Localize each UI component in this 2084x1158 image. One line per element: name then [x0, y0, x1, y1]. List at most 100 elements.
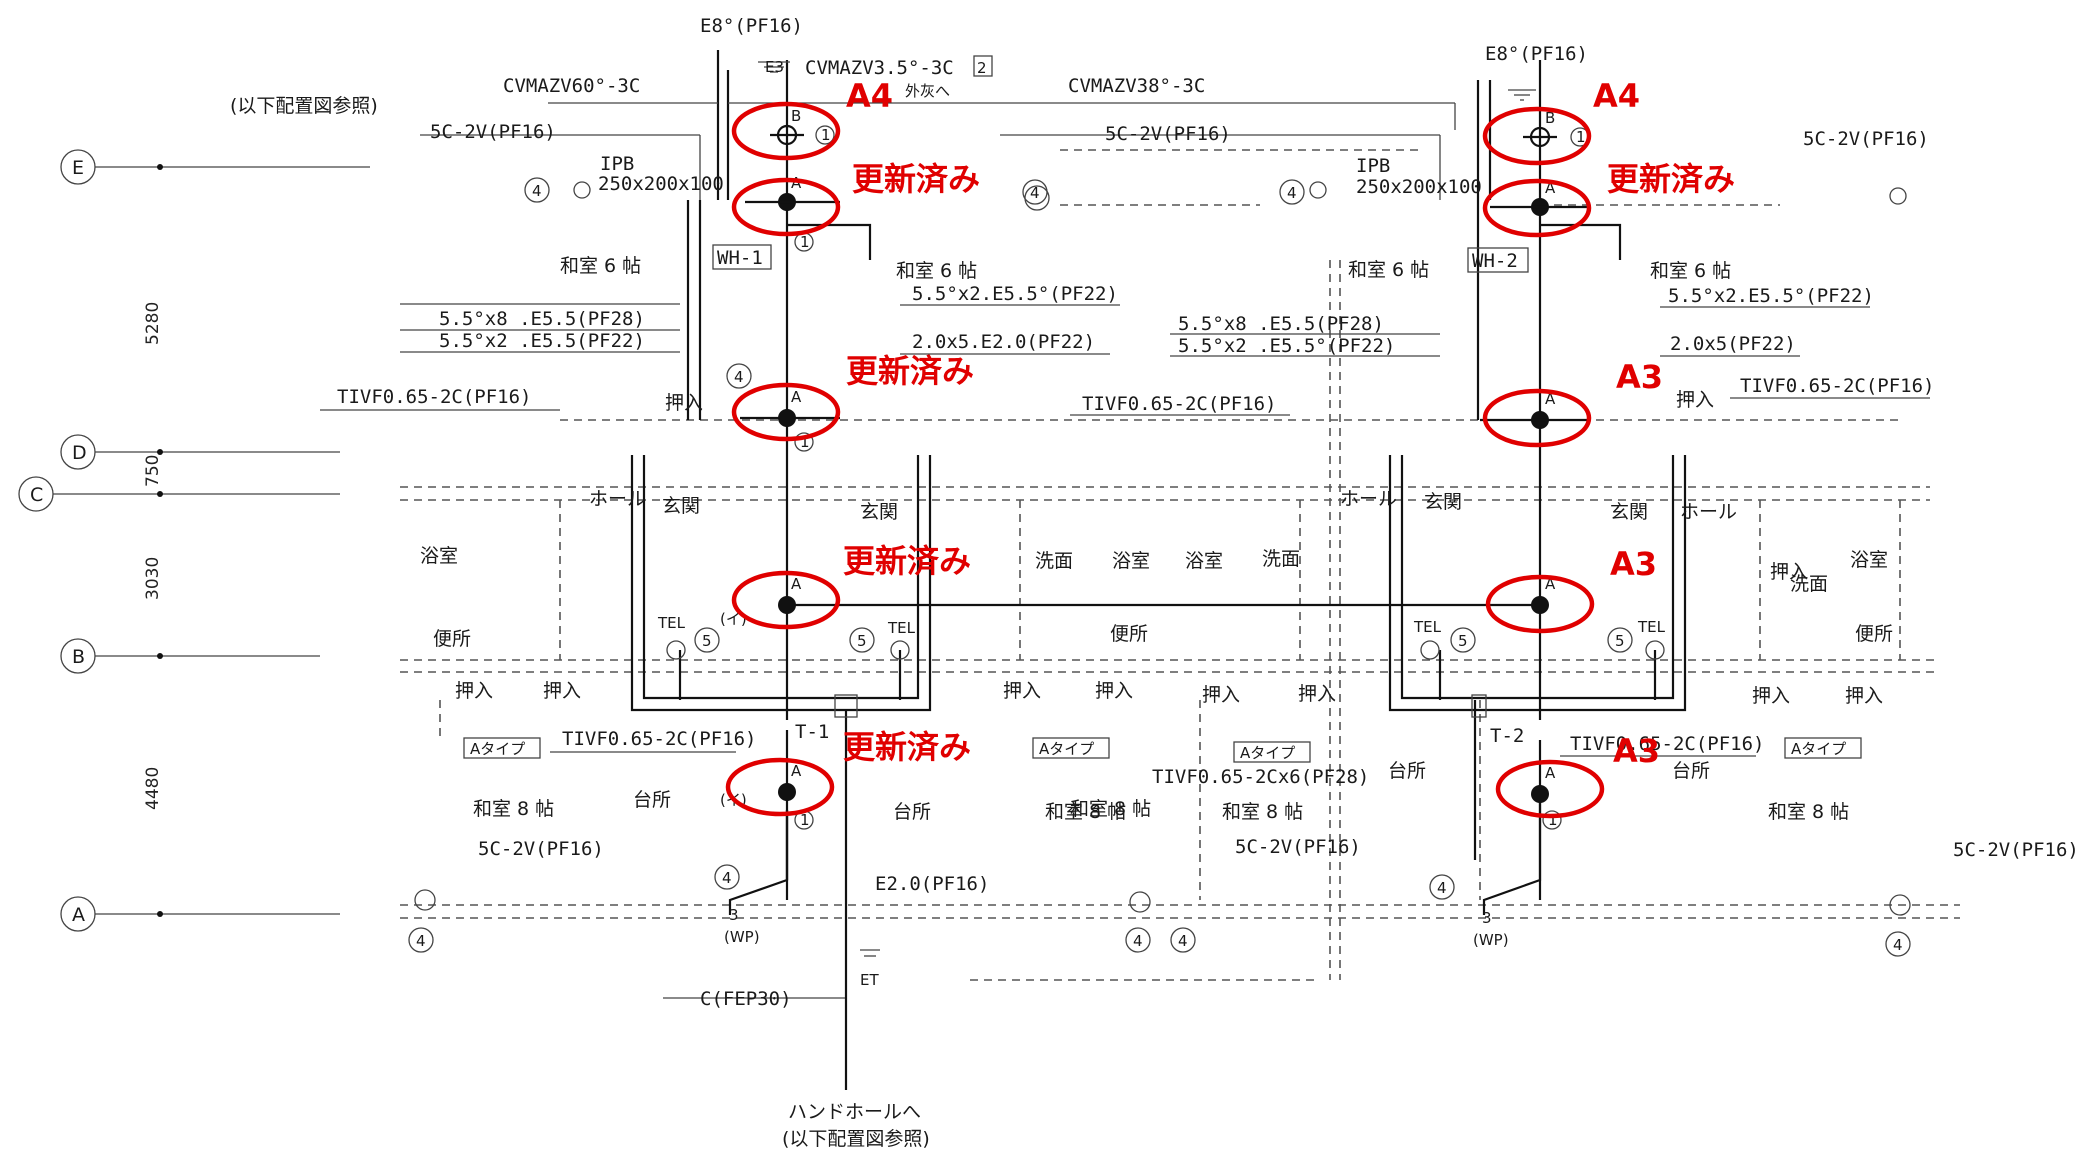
- svg-text:4: 4: [1287, 184, 1297, 202]
- svg-text:洗面: 洗面: [1790, 573, 1828, 595]
- svg-text:TEL: TEL: [1413, 618, 1442, 636]
- svg-text:ホール: ホール: [589, 488, 646, 510]
- svg-text:TEL: TEL: [1637, 618, 1666, 636]
- grid-label-c: C: [30, 484, 43, 506]
- svg-text:TIVF0.65-2Cx6(PF28): TIVF0.65-2Cx6(PF28): [1152, 766, 1369, 788]
- svg-text:IPB: IPB: [1356, 155, 1390, 177]
- svg-text:4: 4: [1893, 936, 1903, 954]
- annotation-updated-1: 更新済み: [852, 160, 980, 198]
- building-outline: [400, 149, 1960, 981]
- svg-text:浴室: 浴室: [420, 545, 458, 567]
- svg-text:A: A: [791, 388, 802, 406]
- cable-labels: E8°(PF16) E8°(PF16) (以下配置図参照) E3 CVMAZV6…: [230, 15, 2079, 1150]
- svg-text:台所: 台所: [633, 789, 671, 811]
- svg-text:押入: 押入: [1752, 685, 1790, 707]
- svg-text:玄関: 玄関: [662, 495, 700, 517]
- annotation-a3-2: A3: [1610, 545, 1657, 583]
- svg-text:A: A: [791, 575, 802, 593]
- svg-text:5C-2V(PF16): 5C-2V(PF16): [1235, 836, 1361, 858]
- annotation-updated-2: 更新済み: [846, 352, 974, 390]
- svg-text:ホール: ホール: [1340, 488, 1397, 510]
- svg-text:Aタイプ: Aタイプ: [1039, 740, 1094, 758]
- wh2-label: WH-2: [1472, 250, 1518, 272]
- svg-text:(WP): (WP): [1473, 931, 1509, 949]
- svg-text:和室 8 帖: 和室 8 帖: [1768, 801, 1849, 823]
- svg-text:玄関: 玄関: [1424, 491, 1462, 513]
- svg-text:Aタイプ: Aタイプ: [1240, 744, 1295, 762]
- highlight-ring-updated-1: [731, 177, 841, 237]
- highlight-ring-updated-5: [1482, 178, 1592, 238]
- annotation-a3-3: A3: [1613, 732, 1660, 770]
- svg-text:1: 1: [800, 233, 810, 251]
- svg-text:A: A: [1545, 179, 1556, 197]
- svg-text:5.5°x2.E5.5°(PF22): 5.5°x2.E5.5°(PF22): [912, 283, 1118, 305]
- fixture-a-unit1-d: [778, 409, 796, 427]
- svg-text:A: A: [1545, 764, 1556, 782]
- cvmazv5-label: CVMAZV3.5°-3C: [805, 57, 954, 79]
- circled-numbers: 4 4 4 4 5 5 5 5 4 4 4 4 4 4 3 3: [408, 177, 1911, 957]
- fixture-a-unit2-a: [1531, 785, 1549, 803]
- dim-750: 750: [143, 455, 163, 487]
- highlight-ring-updated-2: [731, 382, 841, 442]
- svg-text:1: 1: [821, 126, 831, 144]
- t2-label: T-2: [1490, 725, 1524, 747]
- svg-text:和室 8 帖: 和室 8 帖: [1070, 798, 1151, 820]
- annotation-a3-1: A3: [1616, 358, 1663, 396]
- svg-text:5.5°x2.E5.5°(PF22): 5.5°x2.E5.5°(PF22): [1668, 285, 1874, 307]
- svg-text:2.0x5.E2.0(PF22): 2.0x5.E2.0(PF22): [912, 331, 1095, 353]
- svg-text:押入: 押入: [1202, 684, 1240, 706]
- svg-text:押入: 押入: [543, 680, 581, 702]
- svg-text:5: 5: [1458, 632, 1468, 650]
- svg-text:1: 1: [1548, 811, 1558, 829]
- svg-text:3: 3: [1482, 909, 1492, 927]
- grid-label-d: D: [72, 442, 87, 464]
- svg-text:台所: 台所: [1388, 760, 1426, 782]
- dim-4480: 4480: [143, 767, 163, 810]
- svg-text:浴室: 浴室: [1185, 550, 1223, 572]
- svg-text:押入: 押入: [1003, 680, 1041, 702]
- dim-5280: 5280: [143, 302, 163, 345]
- svg-text:A: A: [1545, 390, 1556, 408]
- svg-text:5C-2V(PF16): 5C-2V(PF16): [1803, 128, 1929, 150]
- svg-text:押入: 押入: [1676, 389, 1714, 411]
- highlight-ring-a3-3: [1495, 759, 1605, 819]
- highlight-ring-updated-4: [725, 757, 835, 817]
- svg-text:250x200x100: 250x200x100: [1356, 176, 1482, 198]
- room-labels: 和室 6 帖 和室 6 帖 和室 6 帖 和室 6 帖 和室 8 帖 和室 8 …: [420, 255, 1893, 823]
- svg-text:TIVF0.65-2C(PF16): TIVF0.65-2C(PF16): [1082, 393, 1276, 415]
- svg-text:1: 1: [800, 811, 810, 829]
- svg-text:TEL: TEL: [657, 614, 686, 632]
- svg-text:和室 8 帖: 和室 8 帖: [1045, 801, 1126, 823]
- svg-text:押入: 押入: [1845, 685, 1883, 707]
- highlight-ring-a3-1: [1482, 388, 1592, 448]
- svg-text:和室 6 帖: 和室 6 帖: [896, 260, 977, 282]
- svg-text:A: A: [791, 174, 802, 192]
- svg-text:洗面: 洗面: [1035, 550, 1073, 572]
- svg-text:B: B: [791, 107, 801, 125]
- fixture-a-unit2-b: [1531, 596, 1549, 614]
- svg-text:ET: ET: [860, 971, 879, 989]
- svg-text:TIVF0.65-2C(PF16): TIVF0.65-2C(PF16): [337, 386, 531, 408]
- svg-text:2.0x5(PF22): 2.0x5(PF22): [1670, 333, 1796, 355]
- svg-text:Aタイプ: Aタイプ: [1791, 740, 1846, 758]
- t1-label: T-1: [795, 721, 829, 743]
- svg-text:TIVF0.65-2C(PF16): TIVF0.65-2C(PF16): [1740, 375, 1934, 397]
- svg-text:E2.0(PF16): E2.0(PF16): [875, 873, 989, 895]
- svg-text:和室 6 帖: 和室 6 帖: [1650, 260, 1731, 282]
- svg-text:4: 4: [1133, 932, 1143, 950]
- svg-text:5: 5: [702, 632, 712, 650]
- highlight-ring-a4-left: [731, 101, 841, 161]
- svg-text:1: 1: [800, 433, 810, 451]
- outdoor-light-note: 外灰へ: [905, 82, 950, 100]
- svg-text:押入: 押入: [1095, 680, 1133, 702]
- svg-text:5C-2V(PF16): 5C-2V(PF16): [478, 838, 604, 860]
- svg-text:便所: 便所: [1110, 623, 1148, 645]
- handhole-note: ハンドホールへ: [788, 1101, 921, 1123]
- red-annotations: A4 更新済み 更新済み 更新済み 更新済み A4 更新済み A3 A3 A3: [843, 77, 1735, 770]
- svg-text:E3: E3: [765, 58, 784, 76]
- svg-text:2: 2: [977, 59, 987, 77]
- svg-text:C(FEP30): C(FEP30): [700, 988, 792, 1010]
- svg-text:押入: 押入: [1770, 561, 1808, 583]
- svg-text:台所: 台所: [1672, 760, 1710, 782]
